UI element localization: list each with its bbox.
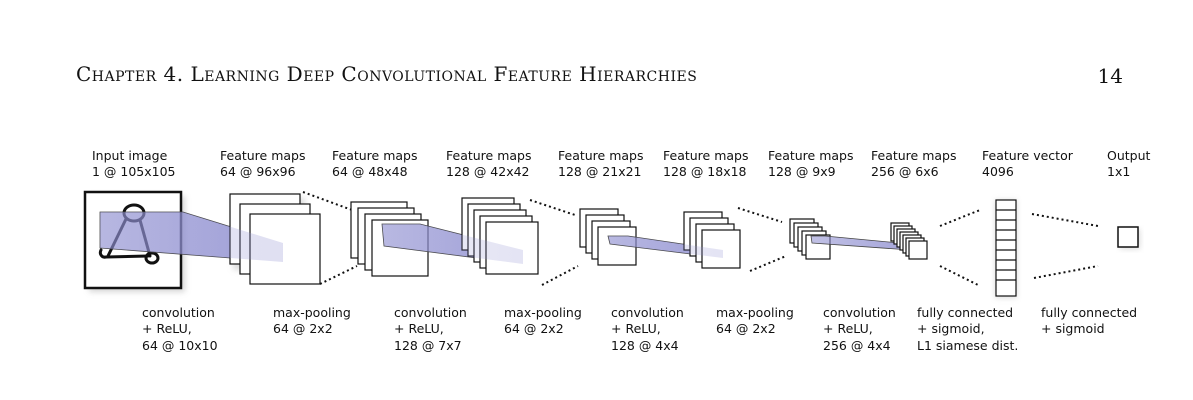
top-label-name-6: Feature maps (768, 148, 854, 163)
top-label-name-1: Feature maps (220, 148, 306, 163)
bottom-label-3-line-1: 64 @ 2x2 (504, 321, 564, 336)
top-label-dims-8: 4096 (982, 164, 1014, 179)
bottom-label-2-line-1: + ReLU, (394, 321, 444, 336)
bottom-label-3-line-0: max-pooling (504, 305, 582, 320)
pool-connector-2 (529, 199, 579, 286)
bottom-label-6-line-0: convolution (823, 305, 896, 320)
top-label-dims-1: 64 @ 96x96 (220, 164, 296, 179)
bottom-label-0-line-0: convolution (142, 305, 215, 320)
top-label-name-7: Feature maps (871, 148, 957, 163)
bottom-label-2-line-0: convolution (394, 305, 467, 320)
pool-connector-1 (302, 191, 358, 285)
bottom-label-6-line-1: + ReLU, (823, 321, 873, 336)
top-label-name-4: Feature maps (558, 148, 644, 163)
bottom-label-4-line-2: 128 @ 4x4 (611, 338, 679, 353)
bottom-label-7-line-2: L1 siamese dist. (917, 338, 1018, 353)
feature-map-stack-5 (683, 211, 741, 269)
page-number: 14 (1097, 64, 1123, 88)
top-label-name-9: Output (1107, 148, 1151, 163)
bottom-label-0-line-1: + ReLU, (142, 321, 192, 336)
top-label-name-2: Feature maps (332, 148, 418, 163)
top-label-dims-7: 256 @ 6x6 (871, 164, 939, 179)
bottom-label-2-line-2: 128 @ 7x7 (394, 338, 462, 353)
feature-map-stack-7 (890, 222, 928, 260)
top-label-name-3: Feature maps (446, 148, 532, 163)
bottom-label-5-line-1: 64 @ 2x2 (716, 321, 776, 336)
running-head: Chapter 4. Learning Deep Convolutional F… (76, 62, 698, 86)
top-label-dims-5: 128 @ 18x18 (663, 164, 747, 179)
output-unit (1117, 226, 1140, 249)
bottom-label-1-line-0: max-pooling (273, 305, 351, 320)
bottom-label-7-line-1: + sigmoid, (917, 321, 985, 336)
bottom-label-8-line-1: + sigmoid (1041, 321, 1105, 336)
bottom-label-5-line-0: max-pooling (716, 305, 794, 320)
fc-connector-2 (1031, 213, 1099, 279)
top-label-dims-6: 128 @ 9x9 (768, 164, 836, 179)
bottom-label-0-line-2: 64 @ 10x10 (142, 338, 218, 353)
bottom-label-1-line-1: 64 @ 2x2 (273, 321, 333, 336)
top-label-name-5: Feature maps (663, 148, 749, 163)
top-labels: Input image 1 @ 105x105 Feature maps 64 … (92, 148, 1151, 179)
top-label-dims-9: 1x1 (1107, 164, 1130, 179)
feature-map-stack-2 (350, 201, 429, 277)
pool-connector-3 (737, 207, 787, 272)
fc-connector-1 (939, 209, 981, 287)
bottom-label-6-line-2: 256 @ 4x4 (823, 338, 891, 353)
bottom-labels: convolution + ReLU, 64 @ 10x10 max-pooli… (142, 305, 1137, 353)
top-label-dims-4: 128 @ 21x21 (558, 164, 642, 179)
top-label-dims-3: 128 @ 42x42 (446, 164, 530, 179)
top-label-name-8: Feature vector (982, 148, 1074, 163)
bottom-label-8-line-0: fully connected (1041, 305, 1137, 320)
bottom-label-7-line-0: fully connected (917, 305, 1013, 320)
top-label-name-0: Input image (92, 148, 168, 163)
feature-map-stack-3 (461, 197, 539, 275)
feature-vector (995, 199, 1017, 298)
bottom-label-4-line-1: + ReLU, (611, 321, 661, 336)
top-label-dims-2: 64 @ 48x48 (332, 164, 408, 179)
top-label-dims-0: 1 @ 105x105 (92, 164, 176, 179)
bottom-label-4-line-0: convolution (611, 305, 684, 320)
